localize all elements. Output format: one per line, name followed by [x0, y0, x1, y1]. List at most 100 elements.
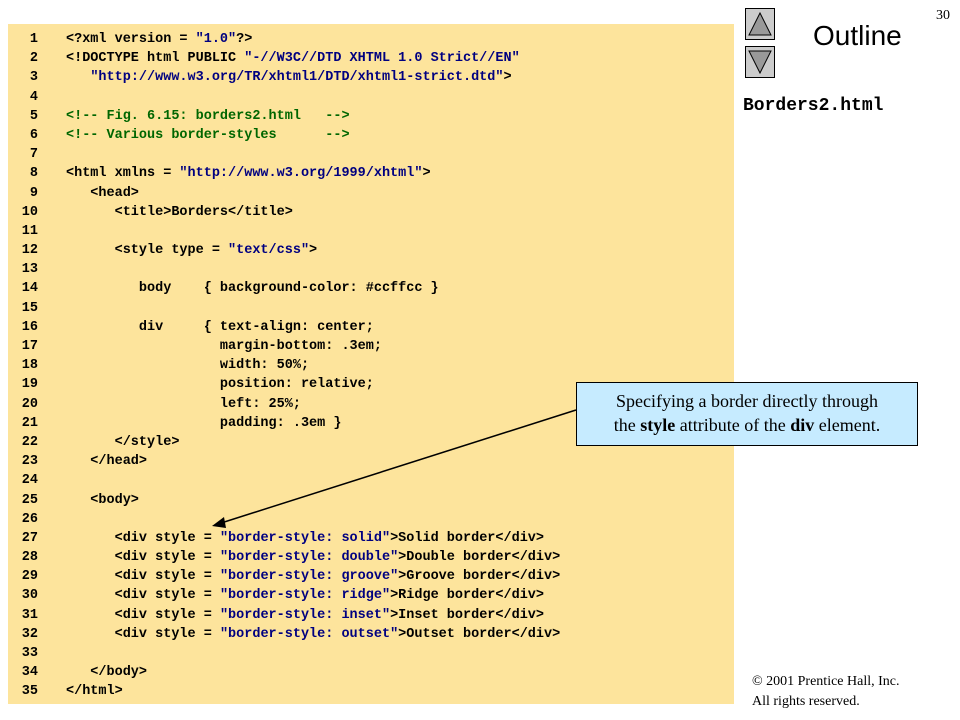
code-line: 1 <?xml version = "1.0"?>: [8, 30, 734, 49]
line-text: <body>: [66, 492, 139, 508]
line-text: position: relative;: [66, 377, 374, 393]
arrow-up-icon: [748, 11, 772, 36]
code-line: 23 </head>: [8, 452, 734, 471]
line-text: <div style = "border-style: groove">Groo…: [66, 569, 561, 585]
code-line: 2 <!DOCTYPE html PUBLIC "-//W3C//DTD XHTM…: [8, 49, 734, 68]
code-line: 33: [8, 644, 734, 663]
line-text: </head>: [66, 454, 148, 470]
code-line: 12 <style type = "text/css">: [8, 241, 734, 260]
code-line: 9 <head>: [8, 184, 734, 203]
line-text: div { text-align: center;: [66, 319, 374, 335]
line-number: 35: [21, 684, 38, 700]
code-line: 22 </style>: [8, 433, 734, 452]
code-line: 16 div { text-align: center;: [8, 318, 734, 337]
line-number: 20: [21, 396, 38, 412]
code-line: 20 left: 25%;: [8, 395, 734, 414]
copyright-line-1: © 2001 Prentice Hall, Inc.: [752, 674, 900, 689]
page-number: 30: [936, 8, 950, 23]
line-number: 9: [29, 185, 38, 201]
line-number: 2: [29, 51, 38, 67]
code-line: 5 <!-- Fig. 6.15: borders2.html -->: [8, 107, 734, 126]
code-line: 15: [8, 299, 734, 318]
line-number: 8: [29, 166, 38, 182]
code-line: 4: [8, 88, 734, 107]
line-number: 34: [21, 665, 38, 681]
line-number: 4: [29, 89, 38, 105]
line-number: 33: [21, 646, 38, 661]
line-number: 5: [29, 108, 38, 124]
line-number: 6: [29, 127, 38, 143]
callout-text-3: attribute of the: [675, 415, 791, 435]
line-text: <div style = "border-style: solid">Solid…: [66, 530, 545, 546]
line-number: 12: [21, 243, 38, 259]
line-text: <html xmlns = "http://www.w3.org/1999/xh…: [66, 166, 431, 182]
code-line: 7: [8, 145, 734, 164]
code-line: 34 </body>: [8, 663, 734, 682]
line-text: margin-bottom: .3em;: [66, 339, 382, 354]
line-text: <head>: [66, 185, 139, 201]
line-number: 25: [21, 492, 38, 508]
file-name: Borders2.html: [743, 96, 884, 116]
line-text: </body>: [66, 665, 148, 681]
line-text: </style>: [66, 434, 180, 450]
line-number: 16: [21, 319, 38, 335]
code-line: 31 <div style = "border-style: inset">In…: [8, 606, 734, 625]
previous-slide-button[interactable]: [745, 8, 775, 40]
line-number: 18: [21, 358, 38, 374]
line-number: 15: [21, 300, 38, 316]
line-text: width: 50%;: [66, 358, 310, 374]
line-number: 10: [21, 204, 38, 220]
outline-title: Outline: [813, 20, 902, 51]
line-number: 32: [21, 626, 38, 642]
code-line: 29 <div style = "border-style: groove">G…: [8, 567, 734, 586]
callout-text-1: Specifying a border directly through: [616, 391, 878, 411]
code-line: 10 <title>Borders</title>: [8, 203, 734, 222]
arrow-down-icon: [748, 50, 772, 75]
code-line: 3 "http://www.w3.org/TR/xhtml1/DTD/xhtml…: [8, 68, 734, 87]
code-line: 25 <body>: [8, 491, 734, 510]
line-text: "http://www.w3.org/TR/xhtml1/DTD/xhtml1-…: [90, 70, 512, 86]
line-text: left: 25%;: [66, 396, 301, 412]
line-number: 14: [21, 281, 38, 297]
code-line: 35</html>: [8, 682, 734, 701]
line-text: <!-- Fig. 6.15: borders2.html -->: [66, 108, 350, 124]
next-slide-button[interactable]: [745, 46, 775, 78]
code-line: 24: [8, 471, 734, 490]
line-number: 19: [21, 377, 38, 393]
code-line: 30 <div style = "border-style: ridge">Ri…: [8, 586, 734, 605]
line-number: 23: [21, 454, 38, 470]
line-number: 1: [29, 32, 38, 47]
line-number: 28: [21, 550, 38, 566]
line-text: body { background-color: #ccffcc }: [66, 281, 439, 297]
line-number: 21: [21, 415, 38, 431]
line-number: 3: [29, 70, 38, 86]
line-text: <?xml version = "1.0"?>: [66, 32, 253, 47]
line-text: <div style = "border-style: ridge">Ridge…: [66, 588, 545, 604]
code-line: 18 width: 50%;: [8, 356, 734, 375]
line-text: <title>Borders</title>: [66, 204, 293, 220]
callout-bold-div: div: [790, 415, 815, 435]
line-number: 7: [29, 147, 38, 163]
line-number: 27: [21, 530, 38, 546]
code-line: 11: [8, 222, 734, 241]
line-number: 11: [21, 223, 38, 239]
code-line: 8 <html xmlns = "http://www.w3.org/1999/x…: [8, 164, 734, 183]
code-line: 17 margin-bottom: .3em;: [8, 337, 734, 356]
code-line: 14 body { background-color: #ccffcc }: [8, 279, 734, 298]
line-text: <style type = "text/css">: [66, 243, 318, 259]
callout-bold-style: style: [640, 415, 676, 435]
code-line: 32 <div style = "border-style: outset">O…: [8, 625, 734, 644]
callout-text-4: element.: [814, 415, 881, 435]
line-text: <div style = "border-style: outset">Outs…: [66, 626, 561, 642]
code-line: 26: [8, 510, 734, 529]
line-text: <!DOCTYPE html PUBLIC "-//W3C//DTD XHTML…: [66, 51, 520, 67]
line-text: <div style = "border-style: inset">Inset…: [66, 607, 545, 623]
copyright: © 2001 Prentice Hall, Inc. All rights re…: [752, 672, 900, 712]
code-line: 13: [8, 260, 734, 279]
callout-text-2: the: [613, 415, 641, 435]
code-line: 27 <div style = "border-style: solid">So…: [8, 529, 734, 548]
code-line: 21 padding: .3em }: [8, 414, 734, 433]
line-text: padding: .3em }: [66, 415, 342, 431]
code-listing: 1 <?xml version = "1.0"?> 2 <!DOCTYPE html …: [8, 24, 734, 704]
